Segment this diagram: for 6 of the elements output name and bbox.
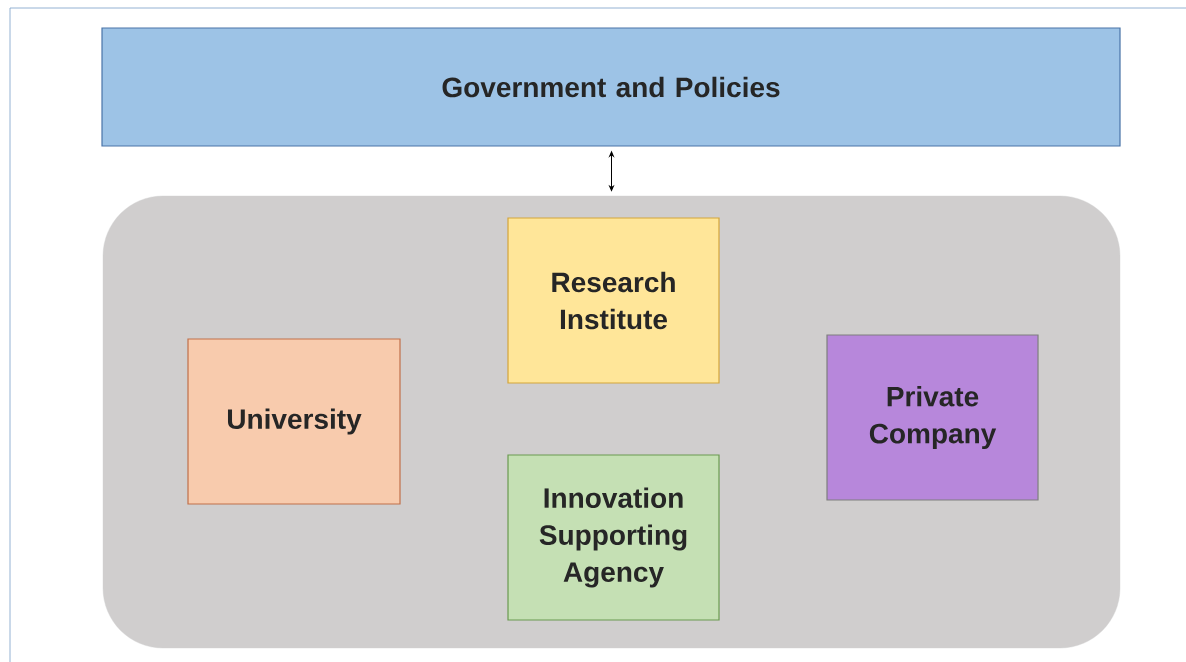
process-box: Private Company bbox=[826, 334, 1039, 501]
process-box: University bbox=[187, 338, 401, 505]
process-box: Research Institute bbox=[507, 217, 720, 384]
arrow bbox=[609, 151, 614, 192]
process-box: Innovation Supporting Agency bbox=[507, 454, 720, 621]
heading-box: Government and Policies bbox=[101, 27, 1121, 147]
